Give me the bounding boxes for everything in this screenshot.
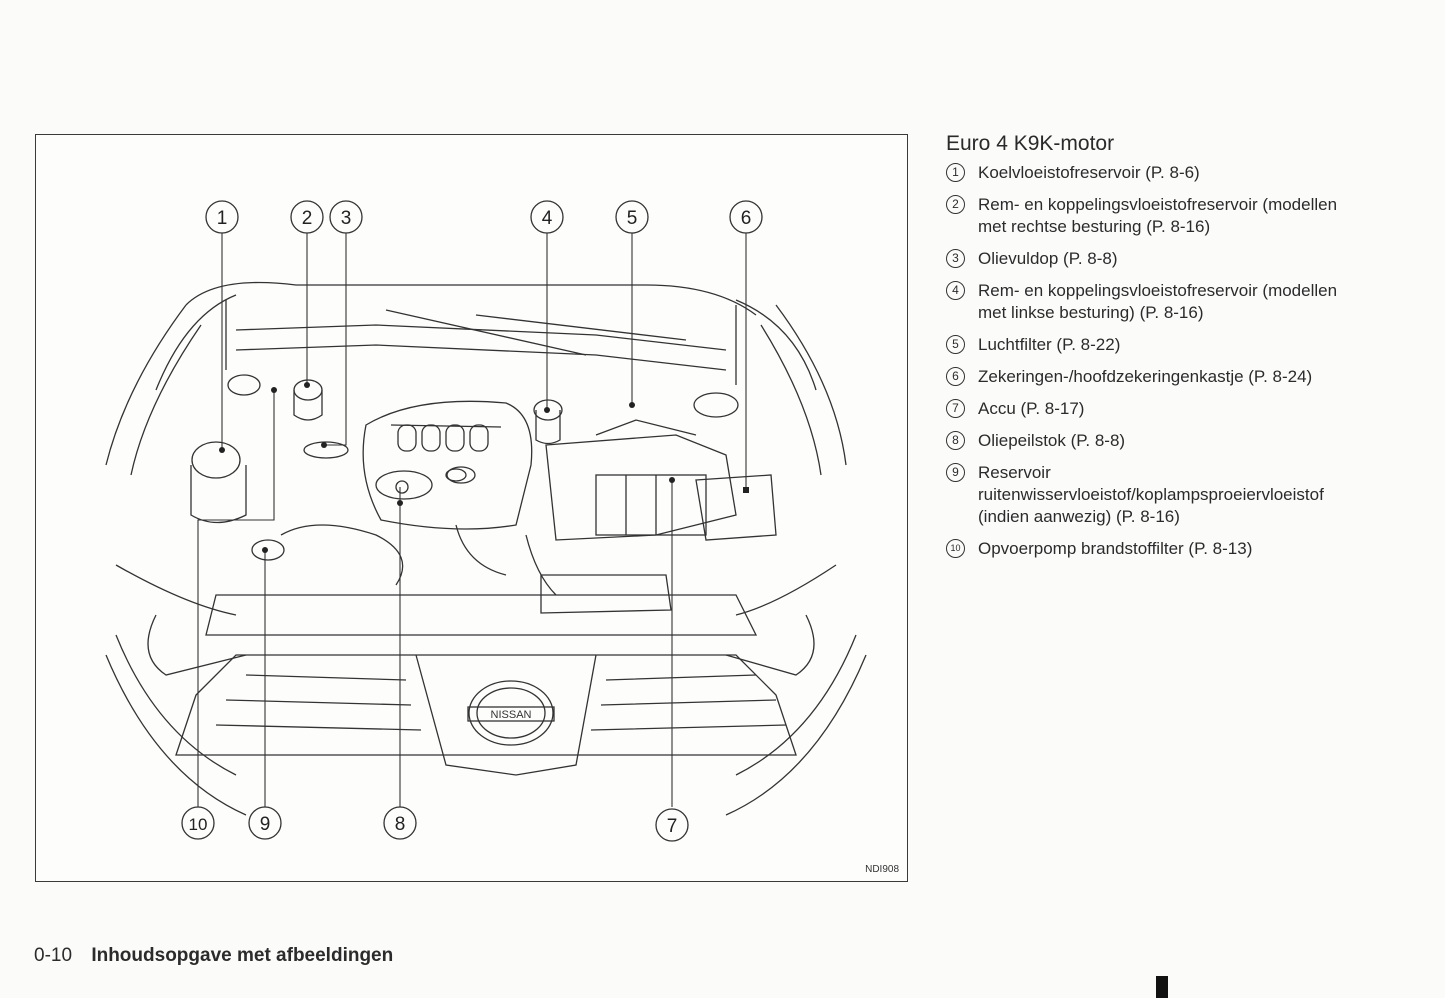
legend-item: 8 Oliepeilstok (P. 8-8) bbox=[946, 430, 1366, 452]
legend-text: Rem- en koppelingsvloeistofreservoir (mo… bbox=[978, 195, 1338, 236]
callout-3: 3 bbox=[341, 208, 352, 229]
legend-number: 5 bbox=[946, 335, 965, 354]
legend-title: Euro 4 K9K-motor bbox=[946, 132, 1115, 155]
callout-7: 7 bbox=[667, 816, 678, 837]
legend-item: 5 Luchtfilter (P. 8-22) bbox=[946, 334, 1366, 356]
callout-10: 10 bbox=[189, 815, 208, 834]
legend-text: Koelvloeistofreservoir (P. 8-6) bbox=[978, 163, 1200, 182]
legend-text: Olievuldop (P. 8-8) bbox=[978, 249, 1118, 268]
legend-text: Luchtfilter (P. 8-22) bbox=[978, 335, 1121, 354]
legend-item: 7 Accu (P. 8-17) bbox=[946, 398, 1366, 420]
legend-text: Rem- en koppelingsvloeistofreservoir (mo… bbox=[978, 281, 1338, 322]
legend-number: 9 bbox=[946, 463, 965, 482]
legend-number: 10 bbox=[946, 539, 965, 558]
logo-text: NISSAN bbox=[491, 709, 532, 721]
legend-text: Zekeringen-/hoofdzekeringenkastje (P. 8-… bbox=[978, 367, 1313, 386]
legend-number: 2 bbox=[946, 195, 965, 214]
legend-text: Reservoir ruitenwisservloeistof/koplamps… bbox=[978, 463, 1324, 526]
page-footer: 0-10 Inhoudsopgave met afbeeldingen bbox=[34, 945, 393, 967]
legend-item: 10 Opvoerpomp brandstoffilter (P. 8-13) bbox=[946, 538, 1366, 560]
callout-6: 6 bbox=[741, 208, 752, 229]
legend-item: 2 Rem- en koppelingsvloeistofreservoir (… bbox=[946, 194, 1366, 238]
corner-mark bbox=[1156, 976, 1168, 998]
legend-item: 3 Olievuldop (P. 8-8) bbox=[946, 248, 1366, 270]
legend-number: 8 bbox=[946, 431, 965, 450]
legend-number: 4 bbox=[946, 281, 965, 300]
engine-bay-illustration: NISSAN bbox=[105, 200, 867, 842]
legend-number: 1 bbox=[946, 163, 965, 182]
legend-item: 4 Rem- en koppelingsvloeistofreservoir (… bbox=[946, 280, 1366, 324]
legend-number: 6 bbox=[946, 367, 965, 386]
engine-bay-figure: NISSAN bbox=[35, 134, 908, 882]
callout-2: 2 bbox=[302, 208, 313, 229]
legend: Euro 4 K9K-motor 1 Koelvloeistofreservoi… bbox=[946, 132, 1366, 570]
legend-item: 6 Zekeringen-/hoofdzekeringenkastje (P. … bbox=[946, 366, 1366, 388]
figure-code: NDI908 bbox=[865, 864, 899, 875]
legend-number: 7 bbox=[946, 399, 965, 418]
callout-1: 1 bbox=[217, 208, 228, 229]
callout-9: 9 bbox=[260, 814, 271, 835]
section-title: Inhoudsopgave met afbeeldingen bbox=[91, 945, 394, 966]
legend-item: 9 Reservoir ruitenwisservloeistof/koplam… bbox=[946, 462, 1366, 528]
page-number: 0-10 bbox=[34, 945, 73, 966]
legend-text: Accu (P. 8-17) bbox=[978, 399, 1085, 418]
legend-text: Opvoerpomp brandstoffilter (P. 8-13) bbox=[978, 539, 1253, 558]
callout-8: 8 bbox=[395, 814, 406, 835]
legend-number: 3 bbox=[946, 249, 965, 268]
legend-item: 1 Koelvloeistofreservoir (P. 8-6) bbox=[946, 162, 1366, 184]
legend-text: Oliepeilstok (P. 8-8) bbox=[978, 431, 1126, 450]
callout-4: 4 bbox=[542, 208, 553, 229]
callout-5: 5 bbox=[627, 208, 638, 229]
